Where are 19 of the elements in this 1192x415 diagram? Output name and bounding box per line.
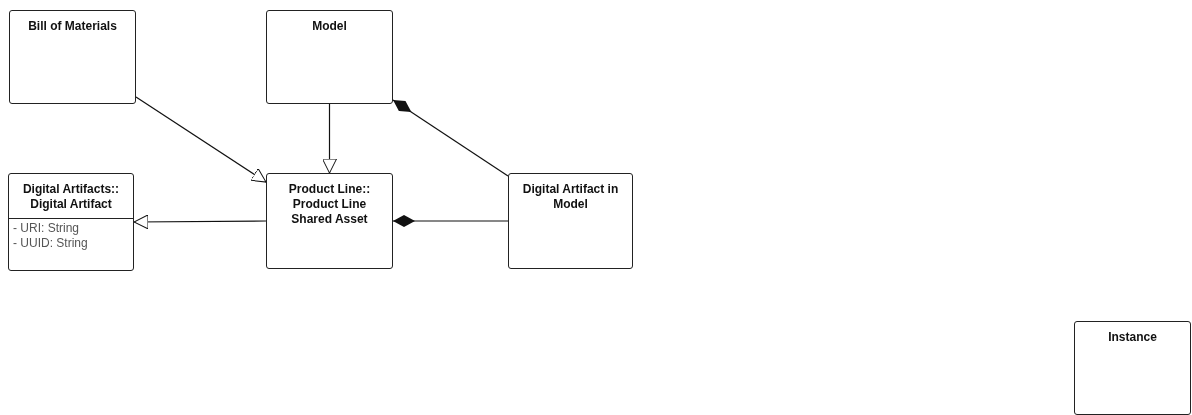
class-box (266, 10, 393, 104)
class-name: Digital Artifact in Model (521, 181, 620, 212)
class-name: Digital Artifacts:: Digital Artifact (21, 181, 121, 212)
class-box (266, 173, 393, 269)
class-name: Instance (1107, 329, 1158, 345)
generalization-arrow (135, 96, 267, 183)
class-box (9, 10, 136, 104)
composition-line (392, 99, 509, 177)
class-box (508, 173, 633, 269)
generalization-arrow (133, 214, 267, 230)
class-name: Bill of Materials (27, 18, 118, 34)
attribute-text: - UUID: String (13, 236, 89, 251)
class-name: Product Line:: Product Line Shared Asset (287, 181, 372, 227)
class-box (1074, 321, 1191, 415)
attribute-text: - URI: String (13, 221, 80, 236)
composition-line (392, 215, 509, 227)
class-name: Model (311, 18, 348, 34)
class-box (8, 173, 134, 271)
generalization-arrow (322, 103, 337, 174)
